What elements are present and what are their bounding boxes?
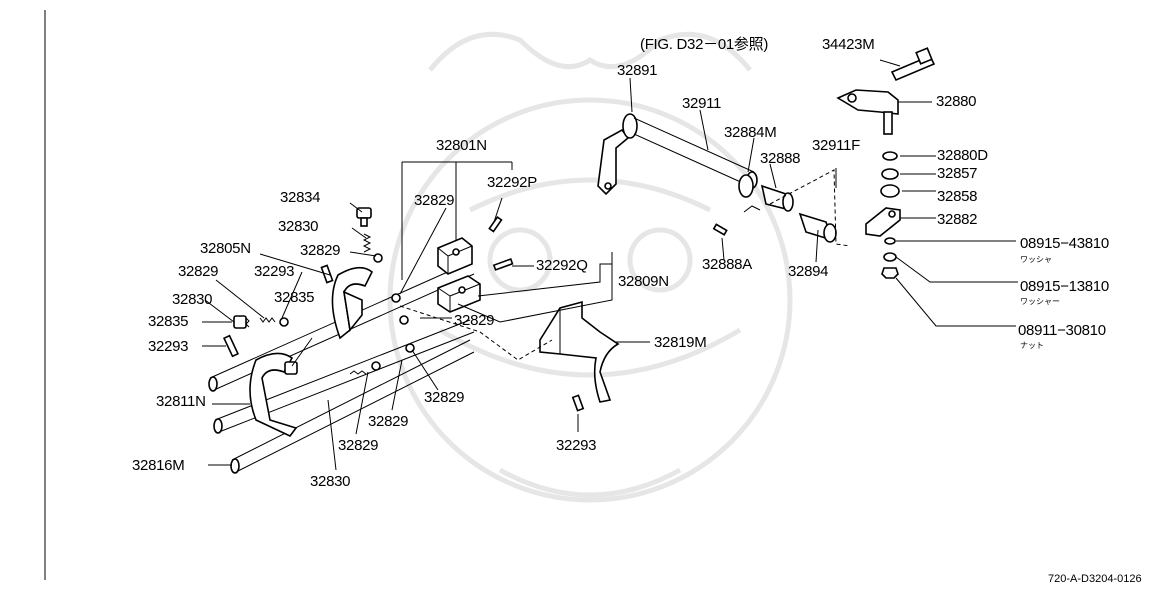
clip-32888: [743, 205, 761, 213]
ball-32829-d: [399, 315, 409, 325]
label-32829-a: 32829: [414, 192, 455, 209]
label-32819M: 32819M: [654, 334, 707, 351]
label-34423M: 34423M: [822, 36, 875, 53]
leader-lines-left: [202, 161, 650, 471]
label-32829-d: 32829: [454, 312, 495, 329]
label-32816M: 32816M: [132, 457, 185, 474]
label-32293-c: 32293: [556, 437, 597, 454]
label-32829-f: 32829: [368, 413, 409, 430]
pin-32293-b: [222, 334, 240, 358]
pin-32888A: [712, 223, 728, 236]
label-32835-a: 32835: [274, 289, 315, 306]
label-32857: 32857: [937, 165, 978, 182]
label-32888A: 32888A: [702, 256, 752, 273]
label-32292P: 32292P: [487, 174, 537, 191]
label-32809N: 32809N: [618, 273, 669, 290]
dashed-guide-right: [769, 169, 851, 247]
shift-head-middle: [437, 275, 481, 313]
spring-32830-upper: [362, 233, 372, 253]
shift-fork-upper: [331, 266, 373, 340]
leader-lines-right: [629, 59, 1018, 327]
washer-32857: [881, 168, 899, 180]
sublabel-washer-2: ワッシャー: [1020, 297, 1060, 306]
pin-32292P: [488, 216, 503, 233]
washer-32880D: [882, 151, 898, 161]
label-08915-43810: 08915−43810: [1020, 235, 1109, 252]
label-32858: 32858: [937, 188, 978, 205]
label-32834: 32834: [280, 189, 321, 206]
pin-32293-c: [571, 394, 585, 412]
label-32830-c: 32830: [310, 473, 351, 490]
washer-08915-13810: [883, 252, 897, 262]
label-32891: 32891: [617, 62, 658, 79]
spring-32830-lower: [349, 370, 367, 375]
label-32805N: 32805N: [200, 240, 251, 257]
label-32293-a: 32293: [254, 263, 295, 280]
label-32884M: 32884M: [724, 124, 777, 141]
ball-32829-c: [391, 293, 401, 303]
ball-32829-a: [373, 253, 383, 263]
washer-32858: [880, 184, 900, 198]
label-32894: 32894: [788, 263, 829, 280]
spring-32830-left: [259, 317, 276, 323]
sublabel-washer-1: ワッシャ: [1020, 255, 1052, 264]
label-32829-b: 32829: [300, 242, 341, 259]
lever-32882: [865, 207, 901, 237]
label-32829-e: 32829: [424, 389, 465, 406]
label-32911F: 32911F: [812, 137, 860, 154]
pin-32292Q: [492, 258, 514, 271]
shift-head-upper: [437, 237, 473, 275]
label-32830-b: 32830: [172, 291, 213, 308]
label-08915-13810: 08915−13810: [1020, 278, 1109, 295]
washer-08915-43810: [884, 237, 896, 245]
label-32811N: 32811N: [156, 393, 206, 410]
label-32293-b: 32293: [148, 338, 189, 355]
shift-fork-32819M: [539, 300, 620, 403]
nut-08911-30810: [881, 267, 899, 279]
label-32882: 32882: [937, 211, 978, 228]
plug-32835-b: [284, 361, 298, 375]
bushing-32894: [798, 212, 837, 243]
label-32911: 32911: [682, 95, 722, 112]
lever-32880: [836, 89, 899, 135]
label-32880D: 32880D: [937, 147, 988, 164]
shift-rail-lower: [230, 339, 475, 474]
shift-fork-lower: [249, 352, 298, 438]
ball-32829-b: [279, 317, 289, 327]
label-32292Q: 32292Q: [536, 257, 588, 274]
plug-32834: [356, 207, 372, 227]
label-32829-c: 32829: [178, 263, 219, 280]
dashed-guide-left: [399, 305, 553, 361]
label-08911-30810: 08911−30810: [1018, 322, 1106, 339]
bushing-32888: [760, 184, 794, 212]
label-32880: 32880: [936, 93, 977, 110]
plug-32835: [233, 315, 250, 329]
sublabel-nut: ナット: [1020, 341, 1044, 350]
label-32801N: 32801N: [436, 137, 487, 154]
label-32835-b: 32835: [148, 313, 189, 330]
lever-32891: [597, 113, 638, 196]
ball-32829-f: [371, 361, 381, 371]
label-32830-a: 32830: [278, 218, 319, 235]
label-32829-g: 32829: [338, 437, 379, 454]
label-32888: 32888: [760, 150, 801, 167]
seal-32884M: [738, 174, 754, 198]
figure-reference: (FIG. D32－01参照): [640, 36, 769, 53]
diagram-code: 720-A-D3204-0126: [1048, 573, 1142, 585]
bolt-34423M: [890, 47, 936, 82]
watermark-emblem: [387, 31, 793, 503]
